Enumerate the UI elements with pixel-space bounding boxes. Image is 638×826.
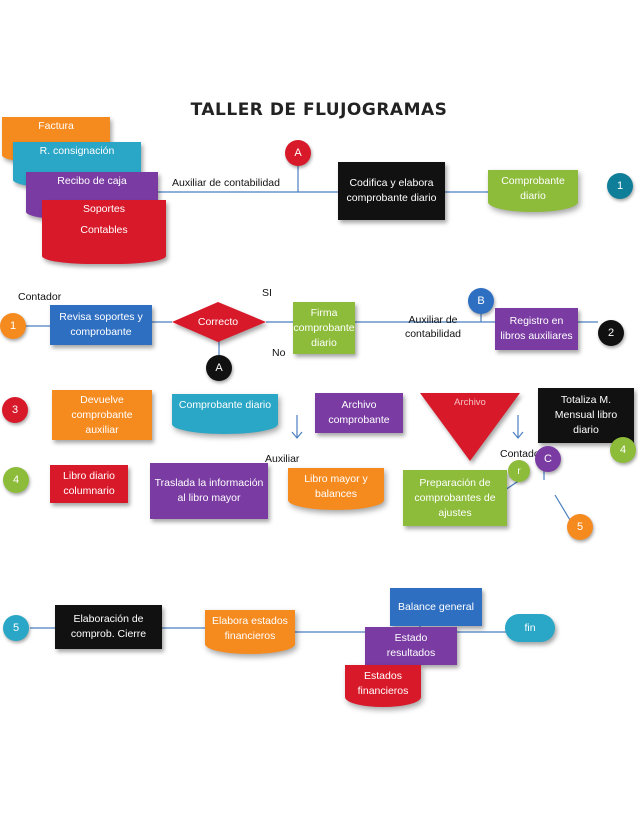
comprobante-label-2: Comprobante diario [178, 399, 272, 411]
firma-label: Firma comprobante diario [293, 306, 355, 349]
si-label: SI [262, 287, 272, 299]
soportes-label: Soportes [82, 203, 126, 215]
fin-terminator: fin [505, 614, 555, 642]
totaliza-label: Totaliza M. Mensual libro diario [554, 394, 618, 436]
estado-resultados-process: Estado resultados [365, 627, 457, 665]
balance-label: Balance general [398, 600, 474, 613]
connector-5-right: 5 [567, 514, 593, 540]
connector-c: C [535, 446, 561, 472]
no-label: No [272, 347, 286, 359]
contador-label-1: Contador [18, 291, 62, 303]
connector-5-left: 5 [3, 615, 29, 641]
comprobante-doc-2: Comprobante diario [172, 394, 278, 434]
libro-mayor-label: Libro mayor y balances [304, 473, 368, 500]
libro-diario-process: Libro diario columnario [50, 465, 128, 503]
estado-resultados-label: Estado resultados [386, 632, 436, 659]
correcto-label: Correcto [197, 316, 239, 328]
consignacion-label: R. consignación [39, 145, 115, 157]
contables-label: Contables [80, 224, 128, 236]
totaliza-process: Totaliza M. Mensual libro diario [538, 388, 634, 443]
estados-financieros-label: Estados financieros [357, 670, 409, 697]
traslada-label: Traslada la información al libro mayor [154, 477, 264, 504]
preparacion-process: Preparación de comprobantes de ajustes [403, 470, 507, 526]
elaboracion-label: Elaboración de comprob. Cierre [70, 613, 147, 640]
connector-1-left: 1 [0, 313, 26, 339]
codifica-label: Codifica y elabora comprobante diario [346, 177, 437, 204]
firma-process: Firma comprobante diario [293, 302, 355, 354]
fin-label: fin [524, 621, 536, 634]
registro-process: Registro en libros auxiliares [495, 308, 578, 350]
comprobante-label-1: Comprobante diario [501, 175, 565, 202]
connector-2: 2 [598, 320, 624, 346]
connector-r: r [508, 460, 530, 482]
estados-financieros-doc: Estados financieros [345, 665, 421, 707]
elaboracion-process: Elaboración de comprob. Cierre [55, 605, 162, 649]
comprobante-doc-1: Comprobante diario [488, 170, 578, 212]
elabora-estados-label: Elabora estados financieros [212, 615, 288, 642]
connector-a-top: A [285, 140, 311, 166]
libro-diario-label: Libro diario columnario [63, 470, 115, 497]
revisa-label: Revisa soportes y comprobante [59, 311, 143, 338]
archivo-comprobante-label: Archivo comprobante [328, 399, 390, 426]
traslada-process: Traslada la información al libro mayor [150, 463, 268, 519]
recibo-label: Recibo de caja [57, 175, 127, 187]
connector-3: 3 [2, 397, 28, 423]
preparacion-label: Preparación de comprobantes de ajustes [414, 476, 496, 519]
connector-1-right: 1 [607, 173, 633, 199]
soportes-doc: Soportes Contables [42, 200, 166, 264]
connector-4-right: 4 [610, 437, 636, 463]
libro-mayor-doc: Libro mayor y balances [288, 468, 384, 510]
registro-label: Registro en libros auxiliares [500, 315, 573, 342]
connector-4-left: 4 [3, 467, 29, 493]
page-title: TALLER DE FLUJOGRAMAS [190, 100, 448, 120]
connector-a-mid: A [206, 355, 232, 381]
archivo-comprobante-process: Archivo comprobante [315, 393, 403, 433]
archivo-triangle-label: Archivo [454, 397, 486, 408]
factura-label: Factura [38, 120, 74, 132]
auxiliar-contabilidad-label: Auxiliar de contabilidad [172, 177, 280, 189]
codifica-process: Codifica y elabora comprobante diario [338, 162, 445, 220]
archivo-triangle [420, 393, 520, 461]
elabora-estados-doc: Elabora estados financieros [205, 610, 295, 654]
balance-process: Balance general [390, 588, 482, 626]
contador-label-2: Contador [500, 448, 544, 460]
connector-b: B [468, 288, 494, 314]
auxiliar-label: Auxiliar [265, 453, 300, 465]
devuelve-process: Devuelve comprobante auxiliar [52, 390, 152, 440]
correcto-decision [172, 302, 266, 342]
auxiliar-contabilidad-label-2: Auxiliar de contabilidad [404, 314, 462, 340]
revisa-process: Revisa soportes y comprobante [50, 305, 152, 345]
devuelve-label: Devuelve comprobante auxiliar [71, 393, 133, 436]
